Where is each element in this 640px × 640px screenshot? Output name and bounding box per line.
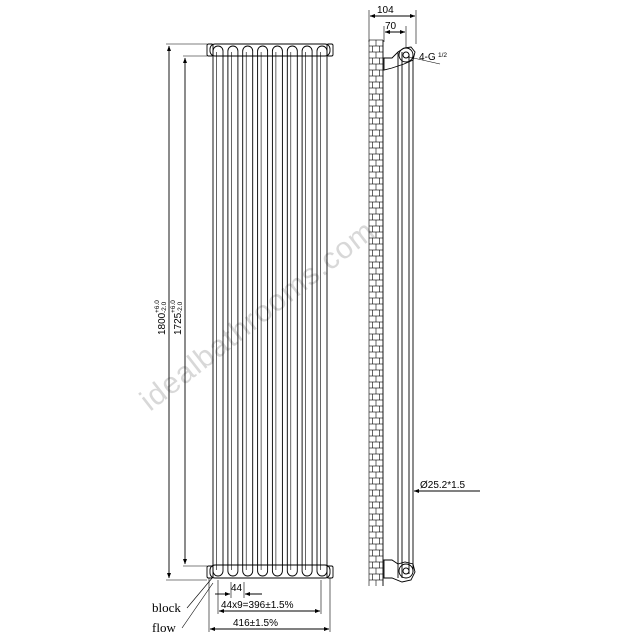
depth-overall-label: 104 xyxy=(377,5,394,16)
height-centres-tol-lower: -2.0 xyxy=(177,301,184,313)
radiator-columns xyxy=(212,45,328,577)
connection-label: 4-G xyxy=(419,52,436,63)
height-centres-label: 1725 +6.0 -2.0 xyxy=(170,300,184,335)
block-label: block xyxy=(152,600,181,615)
radiator-column xyxy=(212,45,224,577)
height-overall-value: 1800 xyxy=(157,312,168,335)
tube-diameter-label: Ø25.2*1.5 xyxy=(420,480,465,491)
depth-centre-label: 70 xyxy=(385,21,397,32)
pitch-total-label: 44x9=396±1.5% xyxy=(221,600,294,611)
radiator-column xyxy=(301,45,313,577)
end-cap xyxy=(206,565,214,579)
flow-label: flow xyxy=(152,620,176,635)
height-overall-tol-lower: -2.0 xyxy=(161,301,168,313)
radiator-column xyxy=(286,45,298,577)
side-view: 104 70 4-G 1/2 Ø25.2*1.5 xyxy=(368,5,480,586)
column-pitch-label: 44 xyxy=(231,583,243,594)
height-overall-label: 1800 +6.0 -2.0 xyxy=(154,300,168,335)
radiator-column xyxy=(257,45,269,577)
width-overall-label: 416±1.5% xyxy=(233,618,278,629)
radiator-column xyxy=(316,45,328,577)
height-centres-value: 1725 xyxy=(173,312,184,335)
wall-brick-pattern xyxy=(368,39,383,586)
end-cap xyxy=(326,43,334,57)
bottom-connection xyxy=(398,563,414,579)
radiator-column xyxy=(271,45,283,577)
bottom-header xyxy=(209,564,331,579)
top-header xyxy=(209,43,331,57)
front-view: 1800 +6.0 -2.0 1725 +6.0 -2.0 44 44x9=39… xyxy=(152,43,334,635)
top-connection xyxy=(398,47,414,63)
connection-fraction: 1/2 xyxy=(438,52,447,59)
radiator-column xyxy=(242,45,254,577)
radiator-column xyxy=(227,45,239,577)
end-cap xyxy=(206,43,214,57)
height-centres-tol-upper: +6.0 xyxy=(170,300,177,313)
height-overall-tol-upper: +6.0 xyxy=(154,300,161,313)
